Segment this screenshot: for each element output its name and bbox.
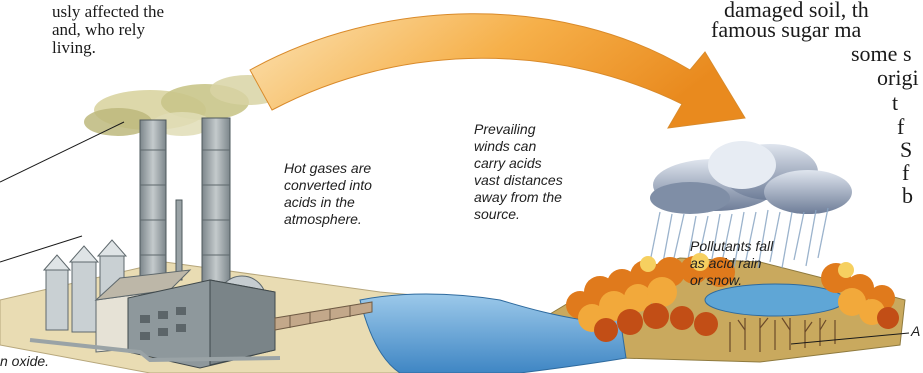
caption-pollutants: Pollutants fall as acid rain or snow. <box>690 238 773 289</box>
body-text-right-1: damaged soil, th <box>724 0 869 22</box>
body-text-left-3: living. <box>52 38 96 57</box>
body-text-right-9: b <box>902 183 913 208</box>
caption-right-edge-fragment: A <box>911 323 921 339</box>
caption-hot-gases-line: atmosphere. <box>284 211 362 227</box>
caption-hot-gases-line: Hot gases are <box>284 160 372 176</box>
caption-prevailing-winds-line: winds can <box>474 138 537 154</box>
caption-prevailing-winds-line: carry acids <box>474 155 542 171</box>
power-plant <box>29 117 373 369</box>
caption-prevailing-winds-line: away from the <box>474 189 562 205</box>
caption-prevailing-winds: Prevailing winds can carry acids vast di… <box>474 121 563 223</box>
body-text-right-3: some s <box>851 41 912 66</box>
body-text-right-8: f <box>902 160 910 185</box>
leader-lines <box>0 121 910 345</box>
body-text-right-4: origi <box>877 65 919 90</box>
body-text-right-2: famous sugar ma <box>711 17 862 42</box>
body-text-right-6: f <box>897 114 905 139</box>
caption-hot-gases: Hot gases are converted into acids in th… <box>284 160 372 228</box>
body-text-right-7: S <box>900 137 913 162</box>
body-text-right-5: t <box>892 90 899 115</box>
caption-pollutants-line: or snow. <box>690 272 743 288</box>
caption-prevailing-winds-line: Prevailing <box>474 121 536 137</box>
caption-prevailing-winds-line: source. <box>474 206 520 222</box>
body-text-left-2: and, who rely <box>52 20 146 39</box>
caption-hot-gases-line: converted into <box>284 177 372 193</box>
caption-prevailing-winds-line: vast distances <box>474 172 563 188</box>
caption-hot-gases-line: acids in the <box>284 194 355 210</box>
caption-oxide-fragment: n oxide. <box>0 353 50 369</box>
caption-pollutants-line: Pollutants fall <box>690 238 774 254</box>
body-text-left-1: usly affected the <box>52 2 165 21</box>
smoke-plume <box>84 75 286 136</box>
caption-pollutants-line: as acid rain <box>690 255 762 271</box>
autumn-forest <box>566 253 899 352</box>
rain-cloud <box>650 141 852 214</box>
prevailing-wind-arrow <box>249 13 746 129</box>
